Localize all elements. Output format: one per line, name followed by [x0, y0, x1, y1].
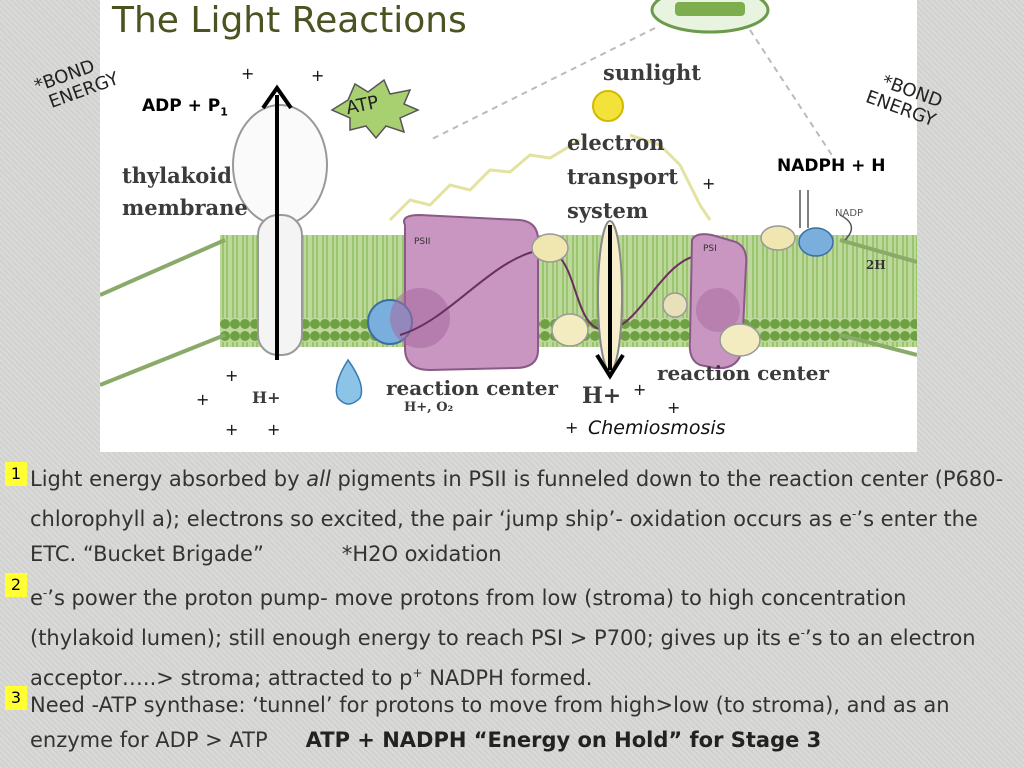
reaction-center-right-label: reaction center: [657, 361, 830, 385]
point-1-emphasis: all: [306, 467, 331, 491]
adp-p-text: ADP + P: [142, 96, 221, 116]
membrane-edge-line-bottom-left: [100, 333, 226, 387]
etc-line1: electron: [567, 130, 665, 155]
psi-label: PSI: [703, 244, 717, 254]
thylakoid-membrane-label: thylakoid membrane: [122, 160, 248, 224]
point-2-part-c: ’s to an electron acceptor…..> stroma; a…: [30, 626, 976, 690]
point-number-3: 3: [5, 686, 27, 710]
point-1-text: Light energy absorbed by all pigments in…: [30, 462, 1015, 572]
point-1-part-c: ’s enter the ETC. “Bucket Brigade”: [30, 507, 978, 566]
point-number-2: 2: [5, 573, 27, 597]
h-plus-right-label: H+: [582, 383, 622, 409]
light-ray-left: [388, 138, 581, 222]
zoom-line-right: [749, 29, 836, 161]
ferredoxin-carrier: [719, 323, 761, 357]
plus-sign: +: [633, 380, 647, 399]
point-2-superscript-3: +: [412, 666, 423, 680]
reaction-center-left-label: reaction center: [386, 376, 559, 400]
psii-dark-core: [390, 288, 450, 348]
h-plus-left-label: H+: [252, 388, 281, 407]
plus-sign: +: [196, 390, 210, 409]
plastocyanin-carrier: [662, 292, 688, 318]
adp-p-label: ADP + P1: [142, 96, 228, 118]
psii-label: PSII: [414, 237, 431, 247]
plus-sign: +: [267, 420, 281, 439]
atp-synthase-stalk: [257, 214, 303, 356]
point-3-bold-summary: ATP + NADPH “Energy on Hold” for Stage 3: [305, 728, 822, 752]
plus-sign: +: [225, 420, 239, 439]
plus-sign: +: [241, 64, 255, 83]
adp-p-subscript: 1: [220, 105, 228, 119]
plastoquinone-carrier: [531, 233, 569, 263]
etc-line3: system: [567, 198, 649, 223]
point-2-part-b: ’s power the proton pump- move protons f…: [30, 586, 907, 650]
point-3-part-a: Need -ATP synthase: ‘tunnel’ for protons…: [30, 693, 950, 752]
chloroplast-grana: [675, 2, 745, 16]
thylakoid-diagram: [100, 0, 917, 405]
zoom-line-left: [429, 27, 656, 141]
slide-title: The Light Reactions: [112, 0, 467, 41]
point-1-part-a: Light energy absorbed by: [30, 467, 307, 491]
plus-sign: +: [565, 418, 579, 437]
point-number-1: 1: [5, 462, 27, 486]
thylakoid-line2: membrane: [122, 195, 248, 220]
etc-line2: transport: [567, 164, 678, 189]
point-2-part-a: e: [30, 586, 43, 610]
nadp-small-label: NADP: [835, 208, 864, 219]
nadp-reductase-right: [798, 227, 834, 257]
plus-sign: +: [225, 366, 239, 385]
h-o2-label: H+, O₂: [404, 400, 454, 415]
point-2-superscript-1: -: [42, 586, 48, 600]
two-h-label: 2H: [866, 258, 886, 272]
nadp-arrow-curve: [839, 214, 853, 241]
point-2-superscript-2: -: [800, 626, 805, 640]
sunlight-label: sunlight: [603, 60, 701, 85]
electron-transport-system-label: electron transport system: [567, 126, 678, 228]
membrane-edge-line-top-left: [100, 238, 226, 297]
plus-sign: +: [667, 398, 681, 417]
atp-starburst: [330, 78, 420, 140]
electron-path-line: [399, 248, 701, 336]
plus-sign: +: [702, 174, 716, 193]
plus-sign: +: [311, 66, 325, 85]
light-reactions-figure: [100, 0, 917, 452]
light-ray-right: [629, 133, 712, 221]
membrane-edge-line-top-right: [839, 238, 917, 264]
chemiosmosis-label: Chemiosmosis: [588, 417, 726, 439]
point-3-text: Need -ATP synthase: ‘tunnel’ for protons…: [30, 688, 1015, 758]
point-1-superscript: -: [852, 507, 857, 521]
water-drop-icon: [335, 358, 363, 405]
point-1-part-b: pigments in PSII is funneled down to the…: [30, 467, 1004, 531]
thylakoid-line1: thylakoid: [122, 163, 232, 188]
proton-up-arrow-head: [261, 84, 293, 110]
psi-dark-core: [696, 288, 740, 332]
point-1-part-d: *H2O oxidation: [341, 542, 502, 566]
sunlight-sun-icon: [592, 90, 624, 122]
nadph-h-label: NADPH + H: [777, 156, 886, 176]
cytochrome-carrier-bottom: [551, 313, 589, 347]
membrane-edge-line-bottom-right: [839, 333, 917, 357]
point-2-text: e-’s power the proton pump- move protons…: [30, 576, 1015, 696]
point-2-part-d: NADPH formed.: [422, 666, 593, 690]
proton-down-arrow-head: [595, 353, 625, 380]
nadp-reductase-left: [760, 225, 796, 251]
